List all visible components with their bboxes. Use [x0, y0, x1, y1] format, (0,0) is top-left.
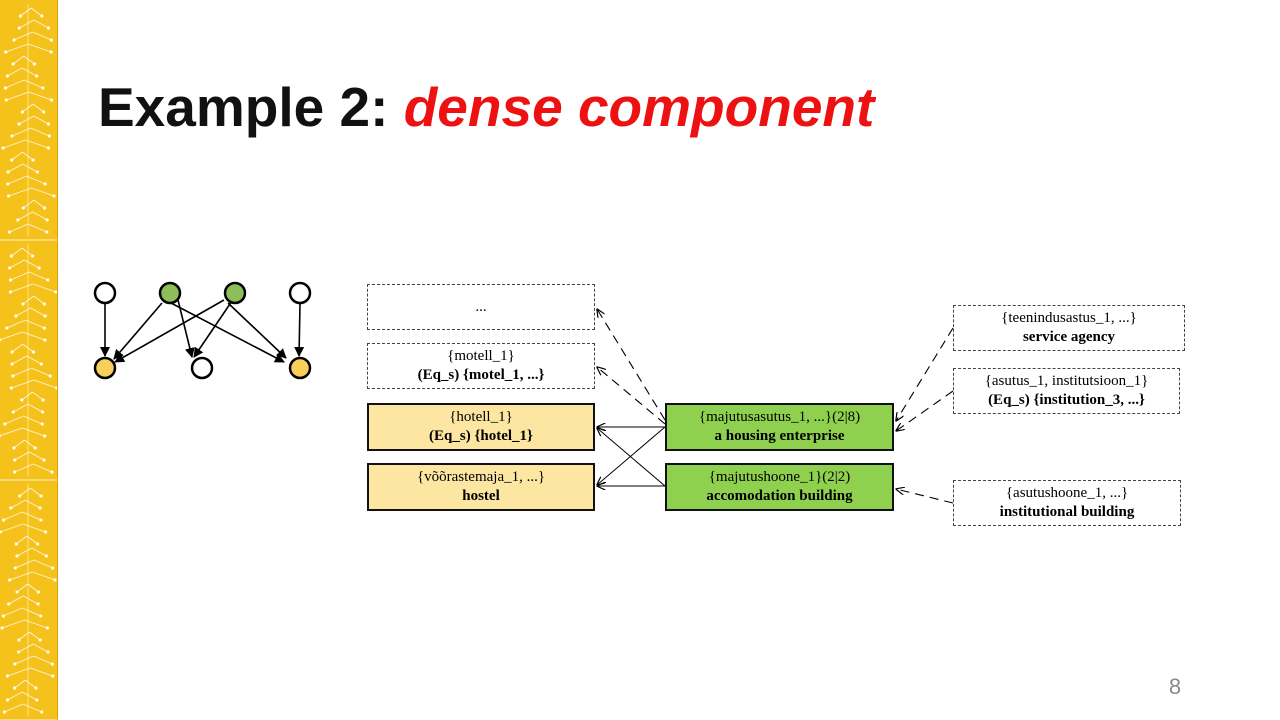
- page-number: 8: [1168, 674, 1182, 699]
- title-accent: dense component: [403, 76, 875, 138]
- box-line2: (Eq_s) {institution_3, ...}: [988, 392, 1145, 408]
- box-line2: (Eq_s) {hotel_1}: [429, 428, 533, 444]
- graph-edge: [177, 299, 195, 358]
- candidate-arrow: [896, 390, 954, 431]
- graph-node-yellow: [288, 356, 312, 380]
- graph-node-green: [223, 281, 247, 305]
- synset-box-asutushoone: {asutushoone_1, ...} institutional build…: [953, 480, 1181, 526]
- box-line2: (Eq_s) {motel_1, ...}: [417, 367, 545, 383]
- box-line2: institutional building: [999, 504, 1135, 520]
- box-line1: {võõrastemaja_1, ...}: [416, 469, 546, 485]
- box-line1: {majutushoone_1}(2|2): [708, 469, 851, 485]
- synset-box-voorastemaja: {võõrastemaja_1, ...} hostel: [367, 463, 595, 511]
- decorative-side-strip: [0, 0, 58, 720]
- graph-edge: [113, 302, 163, 360]
- synset-box-hotell: {hotell_1} (Eq_s) {hotel_1}: [367, 403, 595, 451]
- graph-node-yellow: [93, 356, 117, 380]
- graph-node-green: [158, 281, 182, 305]
- box-line2: service agency: [1022, 329, 1116, 345]
- synset-box-ellipsis: ...: [367, 284, 595, 330]
- box-line1: {majutusasutus_1, ...}(2|8): [698, 409, 861, 425]
- synset-box-teenindusastus: {teenindusastus_1, ...} service agency: [953, 305, 1185, 351]
- dense-component-graph: [93, 281, 312, 380]
- graph-node-white: [93, 281, 117, 305]
- box-line1: {asutushoone_1, ...}: [1005, 485, 1129, 501]
- graph-node-white: [190, 356, 214, 380]
- box-line2: hostel: [462, 488, 500, 504]
- synset-box-motell: {motell_1} (Eq_s) {motel_1, ...}: [367, 343, 595, 389]
- slide-title: Example 2: dense component: [98, 72, 874, 142]
- hyponym-arrow: [597, 428, 666, 487]
- candidate-arrow: [896, 327, 954, 421]
- tree-pattern-icon: [0, 4, 57, 720]
- synset-box-majutusasutus: {majutusasutus_1, ...}(2|8) a housing en…: [665, 403, 894, 451]
- graph-edge: [294, 303, 305, 357]
- box-line1: {hotell_1}: [449, 409, 513, 425]
- candidate-arrow: [597, 367, 666, 425]
- box-line1: ...: [475, 299, 487, 315]
- graph-edge: [170, 302, 285, 363]
- candidate-arrow: [597, 309, 666, 421]
- title-prefix: Example 2:: [98, 76, 404, 138]
- graph-edge: [227, 302, 287, 359]
- graph-edge: [114, 299, 225, 363]
- candidate-arrow: [896, 489, 954, 504]
- box-line1: {teenindusastus_1, ...}: [1001, 310, 1137, 326]
- box-line1: {motell_1}: [447, 348, 515, 364]
- synset-box-asutus: {asutus_1, institutsioon_1} (Eq_s) {inst…: [953, 368, 1180, 414]
- box-line2: accomodation building: [706, 488, 853, 504]
- box-line1: {asutus_1, institutsioon_1}: [984, 373, 1149, 389]
- graph-edge: [193, 300, 233, 358]
- box-line2: a housing enterprise: [714, 428, 845, 444]
- hyponym-arrow: [597, 426, 666, 485]
- synset-box-majutushoone: {majutushoone_1}(2|2) accomodation build…: [665, 463, 894, 511]
- graph-node-white: [288, 281, 312, 305]
